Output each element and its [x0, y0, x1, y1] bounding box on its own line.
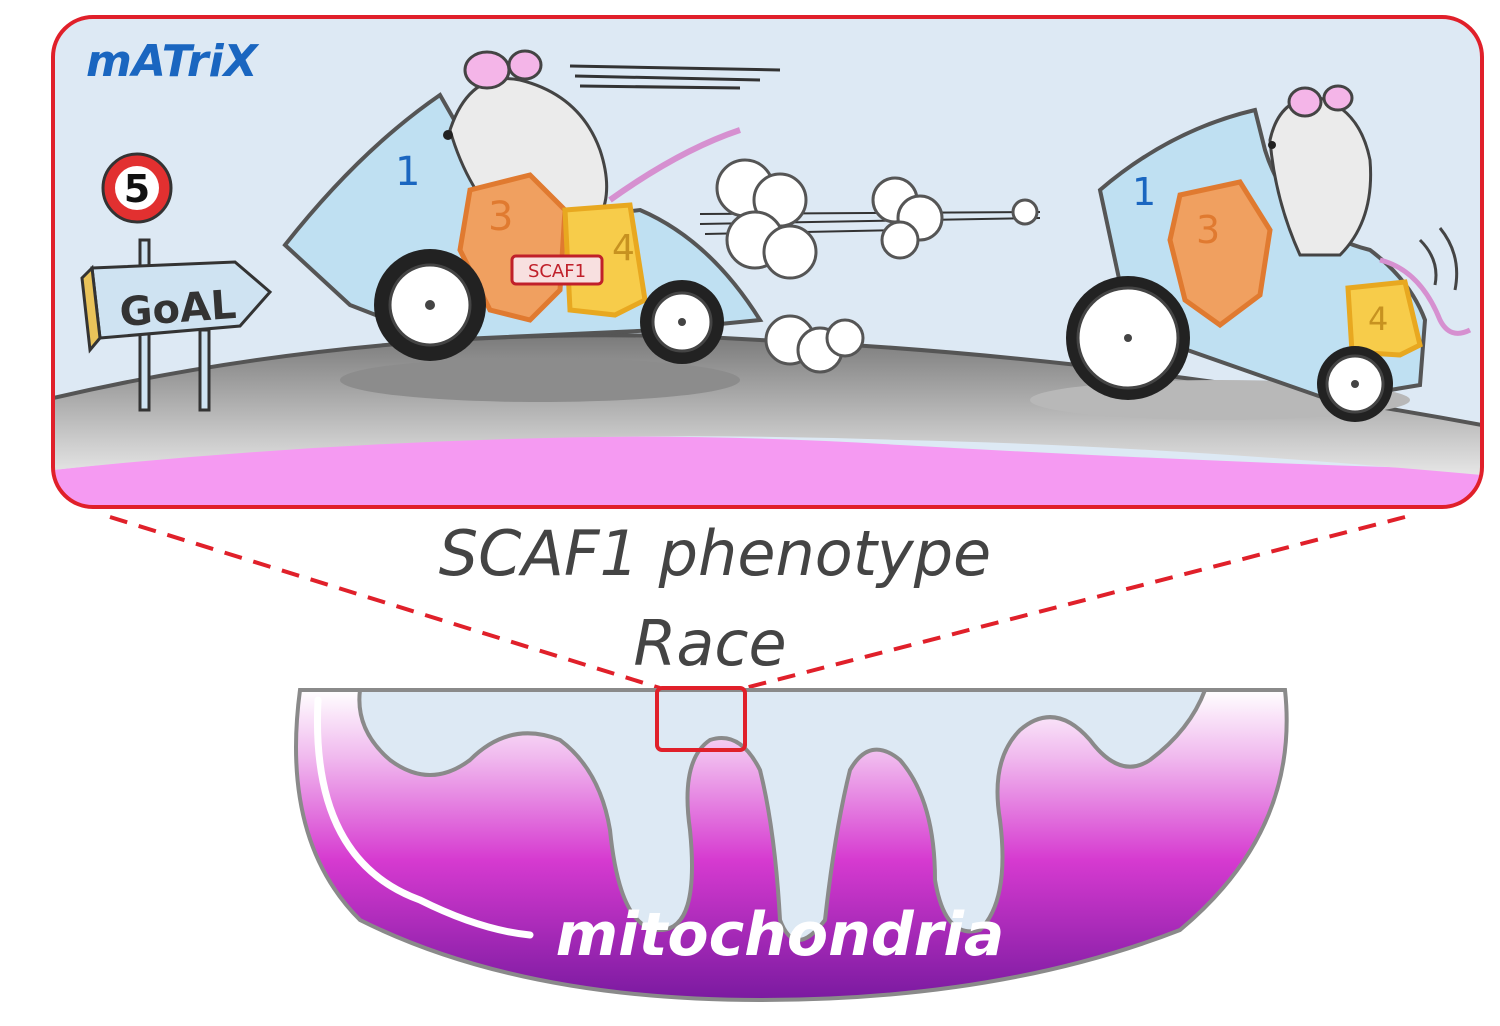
wobble-lines [1418, 227, 1459, 291]
fast-subunit-4 [562, 202, 648, 318]
fast-subunit-3-label: 3 [488, 194, 513, 240]
slow-subunit-3-label: 3 [1196, 208, 1220, 252]
zoom-lines [109, 515, 1406, 690]
scaf1-tag [510, 254, 604, 286]
matrix-inset: mATriX 5 GoAL [51, 15, 1484, 509]
fast-wheel-front [374, 249, 486, 361]
caption-line2: Race [633, 607, 786, 680]
fast-wheel-rear [640, 280, 724, 364]
fast-car: 3 4 1 SCAF1 [282, 49, 781, 364]
slow-wheel-rear [1317, 346, 1393, 422]
slow-car: 3 4 1 [1066, 84, 1472, 422]
shadow-fast-car [340, 358, 740, 402]
fast-subunit-4-label: 4 [612, 228, 635, 269]
inset-title: mATriX [86, 36, 260, 87]
goal-sign: 5 GoAL [80, 152, 273, 412]
scaf1-tag-label: SCAF1 [528, 261, 586, 282]
slow-subunit-4 [1345, 279, 1423, 358]
matrix-floor [53, 436, 1482, 507]
slow-mouse [1268, 84, 1472, 336]
mitochondrion-matrix [357, 688, 1208, 942]
speed-limit-value: 5 [124, 167, 150, 211]
caption-line1: SCAF1 phenotype [439, 517, 991, 590]
slow-wheel-front [1066, 276, 1190, 400]
mitochondrion: mitochondria [294, 688, 1289, 1003]
exhaust-clouds [699, 158, 1041, 374]
fast-subunit-1-label: 1 [395, 149, 420, 195]
speed-lines [569, 64, 781, 90]
inset-border [51, 15, 1484, 509]
mitochondria-label: mitochondria [556, 900, 1005, 970]
goal-text: GoAL [118, 282, 238, 336]
slow-subunit-1-label: 1 [1132, 170, 1156, 214]
membrane-highlight [313, 696, 534, 939]
zoom-target-box [655, 686, 747, 752]
slow-subunit-3 [1167, 179, 1273, 329]
slow-subunit-4-label: 4 [1368, 300, 1388, 338]
